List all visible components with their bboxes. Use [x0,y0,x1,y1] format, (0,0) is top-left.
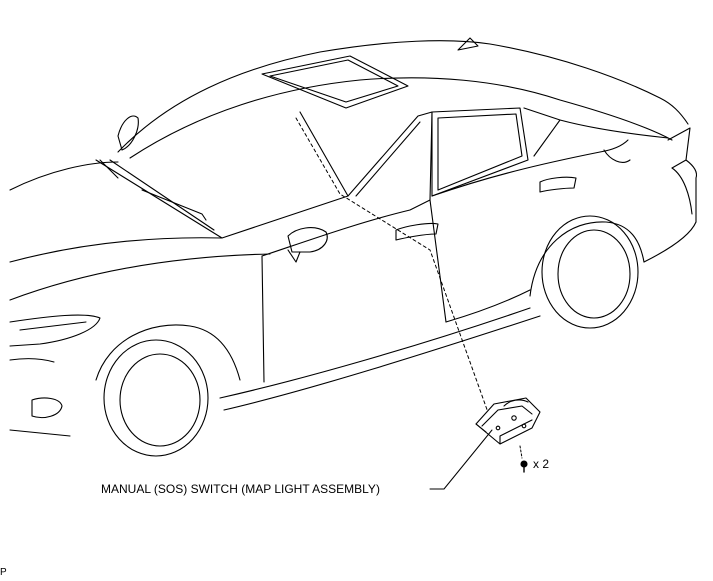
figure-code-label: P [0,567,7,578]
leader-dashed-line [295,117,491,419]
map-light-assembly [475,397,541,445]
screw-leader-line [519,445,523,459]
part-callout-label: MANUAL (SOS) SWITCH (MAP LIGHT ASSEMBLY) [101,482,380,496]
screw-quantity-label: x 2 [533,457,550,471]
screw-icon [520,460,528,473]
callout-leader-line [429,429,493,490]
car-body [9,37,698,457]
